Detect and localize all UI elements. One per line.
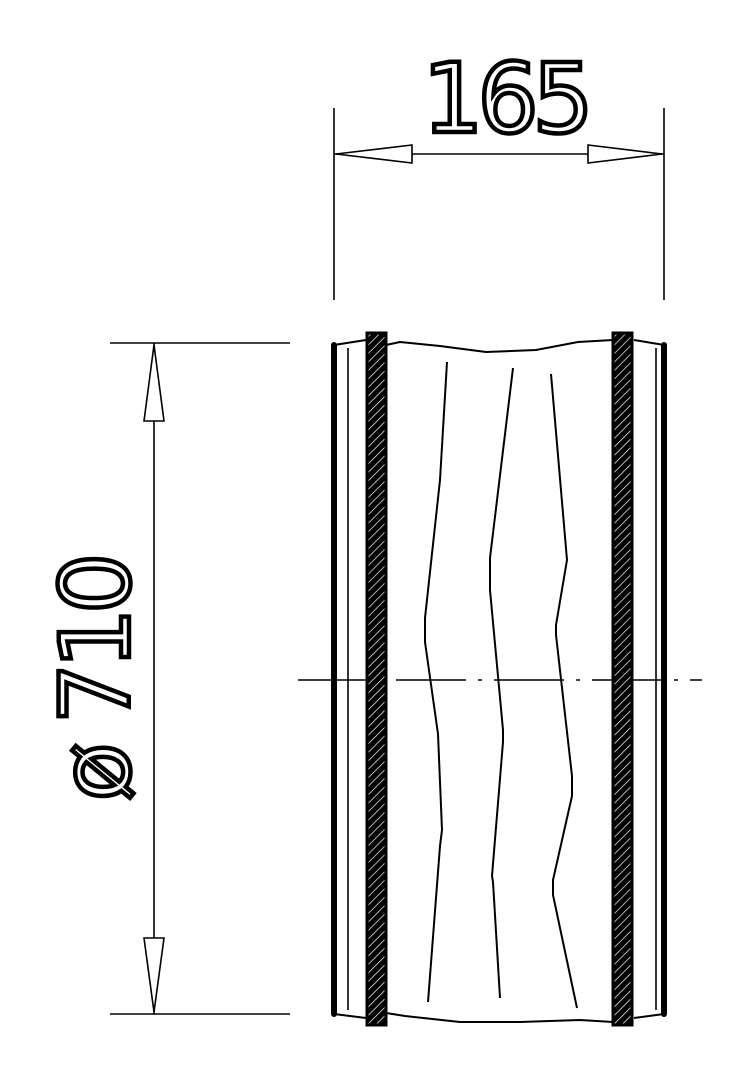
clamp-band-right (611, 331, 634, 1027)
end-edge-bottom-right (633, 1013, 665, 1019)
length-dimension: 165 (333, 41, 665, 300)
end-edge-bottom-left (333, 1013, 367, 1019)
arrow-right-icon (587, 144, 663, 164)
fold-line-3 (550, 373, 578, 1009)
arrow-left-icon (335, 144, 413, 164)
hose-edge-bottom (385, 1012, 614, 1023)
diameter-dimension: ø 710 (38, 342, 290, 1015)
end-edge-top-left (333, 339, 367, 346)
length-label: 165 (422, 43, 587, 155)
arrow-down-icon (143, 937, 165, 1013)
hose-coupler (331, 331, 667, 1027)
hose-edge-top (385, 339, 614, 353)
arrow-up-icon (143, 344, 165, 422)
fold-line-1 (424, 361, 448, 1003)
clamp-band-left (365, 331, 388, 1027)
fold-line-2 (489, 367, 514, 999)
diameter-label: ø 710 (40, 559, 152, 801)
end-edge-top-right (633, 339, 665, 346)
